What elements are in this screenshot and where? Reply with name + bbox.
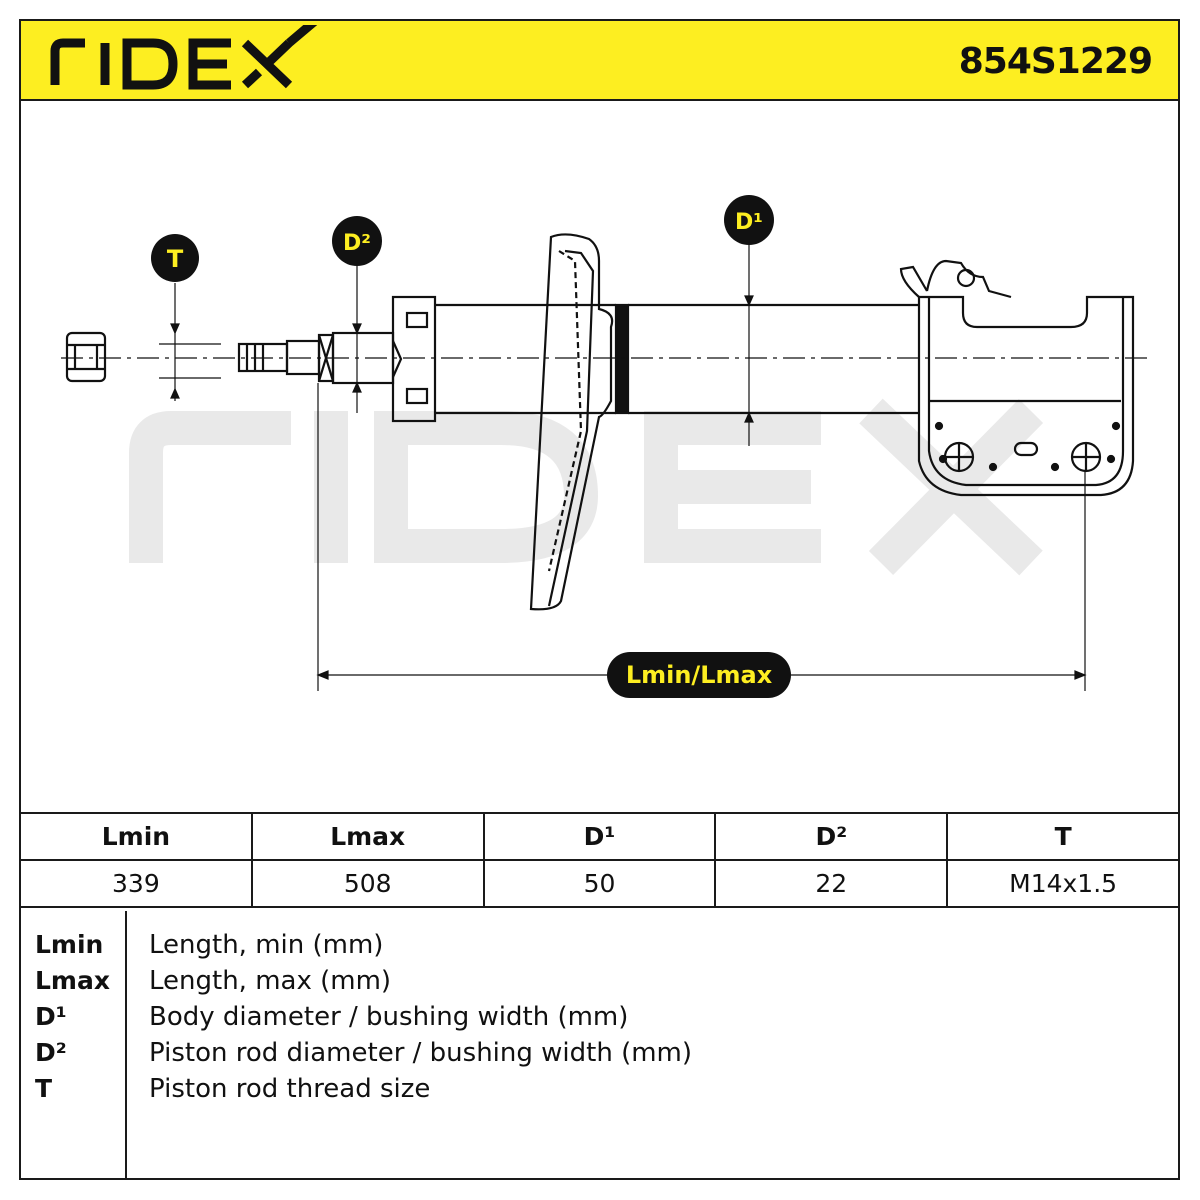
- header-t: T: [946, 812, 1180, 861]
- legend-key: D²: [35, 1038, 67, 1067]
- header-lmin: Lmin: [19, 812, 253, 861]
- legend-row: Lmax Length, max (mm): [21, 963, 1178, 999]
- badge-D2: D²: [332, 216, 382, 266]
- header-d2: D²: [714, 812, 949, 861]
- legend-desc: Length, max (mm): [149, 966, 392, 996]
- legend-row: T Piston rod thread size: [21, 1071, 1178, 1107]
- legend-desc: Piston rod thread size: [149, 1074, 431, 1104]
- badge-D1-label: D¹: [735, 210, 763, 235]
- legend-key: D¹: [35, 1002, 67, 1031]
- badge-D2-label: D²: [343, 231, 371, 256]
- legend-row: Lmin Length, min (mm): [21, 927, 1178, 963]
- legend-desc: Length, min (mm): [149, 930, 384, 960]
- legend-desc: Body diameter / bushing width (mm): [149, 1002, 629, 1032]
- header-bar: 854S1229: [21, 21, 1178, 101]
- outer-frame: [19, 19, 1180, 1180]
- spec-header-row: Lmin Lmax D¹ D² T: [19, 812, 1180, 861]
- legend: Lmin Length, min (mm) Lmax Length, max (…: [21, 911, 1178, 1178]
- ridex-watermark: [129, 398, 1044, 576]
- strut-body: [435, 303, 919, 415]
- value-lmin: 339: [19, 859, 253, 908]
- legend-key: Lmin: [35, 930, 104, 959]
- legend-key: Lmax: [35, 966, 110, 995]
- shock-absorber-drawing: T D² D¹ Lmin/Lmax: [61, 195, 1151, 698]
- piston-rod: [237, 295, 437, 423]
- part-number: 854S1229: [958, 41, 1153, 82]
- header-d1: D¹: [482, 812, 717, 861]
- legend-divider: [125, 911, 127, 1178]
- badge-T: T: [151, 234, 199, 282]
- badge-D1: D¹: [724, 195, 774, 245]
- value-lmax: 508: [250, 859, 485, 908]
- knuckle-bracket: [899, 259, 1135, 497]
- badge-L-label: Lmin/Lmax: [626, 661, 773, 689]
- legend-desc: Piston rod diameter / bushing width (mm): [149, 1038, 693, 1068]
- value-d2: 22: [714, 859, 949, 908]
- legend-row: D¹ Body diameter / bushing width (mm): [21, 999, 1178, 1035]
- nut-icon: [65, 331, 107, 383]
- spring-seat: [529, 233, 614, 611]
- header-lmax: Lmax: [250, 812, 485, 861]
- badge-T-label: T: [167, 245, 184, 273]
- ridex-logo: [50, 25, 318, 90]
- value-t: M14x1.5: [946, 859, 1180, 908]
- value-d1: 50: [482, 859, 717, 908]
- spec-table: Lmin Lmax D¹ D² T 339 508 50 22 M14x1.5: [19, 812, 1180, 908]
- legend-key: T: [35, 1074, 53, 1103]
- legend-row: D² Piston rod diameter / bushing width (…: [21, 1035, 1178, 1071]
- badge-L: Lmin/Lmax: [607, 652, 791, 698]
- spec-value-row: 339 508 50 22 M14x1.5: [19, 859, 1180, 908]
